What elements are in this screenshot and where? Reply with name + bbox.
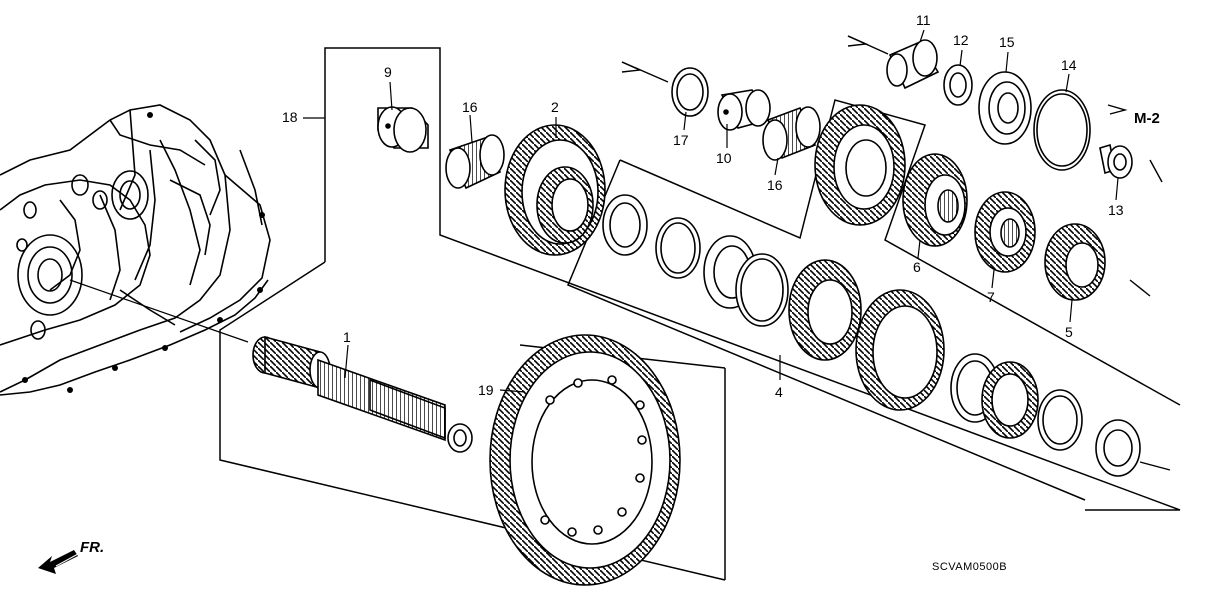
front-arrow-icon	[38, 550, 79, 574]
group-18-frame	[219, 47, 1181, 581]
callout-1: 1	[343, 329, 351, 345]
gear-7	[974, 191, 1036, 273]
bearing-9	[377, 106, 429, 153]
snap-ring-14	[1033, 89, 1091, 171]
gear-5	[1044, 223, 1106, 301]
case-bearing	[16, 170, 149, 340]
collar-10	[717, 89, 771, 131]
needle-bearing-16b	[762, 106, 821, 161]
callout-10: 10	[716, 150, 732, 166]
bearing-15	[978, 71, 1032, 145]
callout-4: 4	[775, 384, 783, 400]
callout-13: 13	[1108, 202, 1124, 218]
drawing-code: SCVAM0500B	[932, 561, 1007, 573]
gear-3	[814, 104, 906, 226]
callout-7: 7	[987, 289, 995, 305]
callout-19: 19	[478, 382, 494, 398]
reference-label: M-2	[1134, 110, 1160, 127]
callout-2: 2	[551, 99, 559, 115]
callout-16a: 16	[462, 99, 478, 115]
collar-11	[886, 39, 940, 90]
gear-6	[902, 153, 968, 247]
direction-arrows	[621, 35, 1171, 471]
callout-15: 15	[999, 34, 1015, 50]
transmission-case	[0, 104, 271, 396]
thrust-washer-17	[671, 67, 709, 117]
front-marker-label: FR.	[80, 539, 104, 556]
countershaft	[252, 335, 473, 453]
locknut-13	[1099, 143, 1133, 179]
case-bolts	[22, 112, 265, 393]
callout-9: 9	[384, 64, 392, 80]
callout-18: 18	[282, 109, 298, 125]
final-driven-gear	[489, 334, 681, 586]
callout-14: 14	[1061, 57, 1077, 73]
assembly-axis-line	[69, 279, 249, 343]
callout-5: 5	[1065, 324, 1073, 340]
needle-bearing-16a	[445, 134, 505, 190]
callout-6: 6	[913, 259, 921, 275]
leader-lines	[303, 29, 1119, 393]
callout-17: 17	[673, 132, 689, 148]
callout-16b: 16	[767, 177, 783, 193]
washer-12	[943, 64, 973, 106]
callout-11: 11	[916, 12, 931, 28]
callout-12: 12	[953, 32, 969, 48]
gear-2	[504, 124, 606, 256]
group-4-parts	[602, 194, 1141, 477]
